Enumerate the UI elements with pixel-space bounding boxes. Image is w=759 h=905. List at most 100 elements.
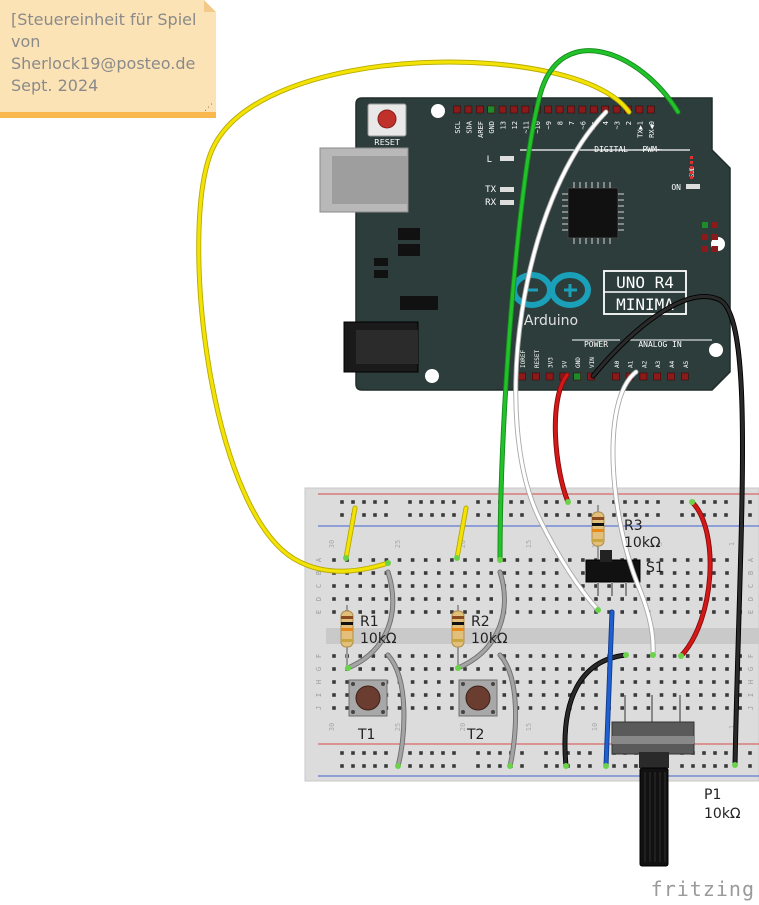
breadboard-hole — [423, 558, 428, 562]
breadboard-hole — [437, 706, 441, 710]
breadboard-hole — [476, 513, 480, 517]
breadboard-hole — [544, 751, 548, 755]
breadboard-hole — [430, 751, 434, 755]
breadboard-hole — [555, 764, 559, 768]
breadboard-hole — [725, 584, 729, 588]
breadboard-row-letter: B — [315, 571, 323, 575]
breadboard-row-letter: E — [747, 610, 755, 614]
breadboard-column-number: 15 — [525, 723, 533, 731]
breadboard-hole — [345, 597, 349, 601]
breadboard-hole — [423, 693, 428, 697]
mounting-hole — [431, 104, 445, 118]
sticky-note[interactable]: [Steuereinheit für Spiel von Sherlock19@… — [0, 0, 216, 118]
pushbutton-t1 — [348, 679, 388, 717]
breadboard-hole — [476, 558, 480, 562]
breadboard-hole — [725, 680, 729, 684]
digital-pin-label: 4 — [602, 121, 610, 125]
breadboard-hole — [463, 571, 467, 575]
breadboard-hole — [332, 680, 336, 684]
breadboard-hole — [528, 597, 533, 601]
led-label-rx: RX — [485, 198, 496, 208]
breadboard-hole — [554, 558, 559, 562]
breadboard-hole — [371, 584, 376, 588]
breadboard-hole — [581, 610, 585, 614]
breadboard-hole — [680, 500, 684, 504]
breadboard-hole — [568, 654, 572, 658]
breadboard-column-number: 25 — [394, 723, 402, 731]
fritzing-logo: fritzing — [650, 877, 755, 901]
breadboard-hole — [423, 571, 428, 575]
breadboard-hole — [358, 654, 362, 658]
mcu-chip — [567, 187, 619, 239]
breadboard-hole — [515, 693, 520, 697]
note-text: [Steuereinheit für Spiel von Sherlock19@… — [11, 10, 197, 95]
breadboard-row-letter: J — [315, 706, 323, 710]
breadboard-hole — [397, 610, 402, 614]
resistor-r3 — [591, 505, 605, 562]
digital-pin — [544, 105, 552, 114]
breadboard-hole — [748, 500, 752, 504]
digital-pin — [567, 105, 575, 114]
breadboard-hole — [332, 610, 336, 614]
breadboard-hole — [685, 597, 690, 601]
breadboard-hole — [332, 558, 336, 562]
breadboard-hole — [581, 693, 585, 697]
breadboard-hole — [487, 751, 491, 755]
analog-pin-label: A5 — [683, 360, 690, 368]
r2-name-label: R2 — [471, 614, 490, 630]
analog-pin-label: A1 — [628, 360, 635, 368]
power-pin-label: 3V3 — [548, 357, 555, 368]
breadboard-hole — [725, 706, 729, 710]
mounting-hole — [425, 369, 439, 383]
breadboard-hole — [588, 764, 592, 768]
breadboard-hole — [702, 500, 706, 504]
icsp-pin — [702, 246, 708, 252]
breadboard-hole — [362, 751, 366, 755]
analog-pin-label: A0 — [614, 360, 621, 368]
breadboard-hole — [476, 571, 480, 575]
breadboard-hole — [423, 667, 428, 671]
breadboard-hole — [476, 584, 480, 588]
note-resize-grip[interactable]: ⋰ — [204, 103, 213, 113]
breadboard-hole — [685, 654, 690, 658]
breadboard-row-letter: D — [747, 597, 755, 601]
breadboard-hole — [373, 500, 377, 504]
breadboard-hole — [450, 584, 454, 588]
wire-endpoints — [343, 499, 738, 769]
breadboard-hole — [498, 764, 502, 768]
digital-pin-label: SDA — [465, 120, 473, 133]
swd-pin — [690, 176, 693, 179]
breadboard-hole — [340, 751, 344, 755]
breadboard-row-letter: A — [747, 557, 755, 562]
breadboard-hole — [555, 500, 559, 504]
mounting-hole — [709, 343, 723, 357]
breadboard-hole — [680, 764, 684, 768]
breadboard-hole — [476, 667, 480, 671]
breadboard-hole — [659, 584, 664, 588]
breadboard-hole — [685, 584, 690, 588]
digital-pin — [521, 105, 530, 114]
breadboard-hole — [568, 597, 572, 601]
breadboard-hole — [515, 558, 520, 562]
r3-value-label: 10kΩ — [624, 535, 661, 551]
breadboard-hole — [463, 558, 467, 562]
s1-label: S1 — [646, 560, 664, 576]
breadboard-hole — [362, 513, 366, 517]
breadboard-hole — [724, 764, 728, 768]
breadboard-hole — [528, 706, 533, 710]
breadboard-hole — [588, 751, 592, 755]
digital-pin — [647, 105, 655, 114]
breadboard-hole — [712, 584, 716, 588]
breadboard-hole — [588, 513, 592, 517]
breadboard-hole — [634, 513, 638, 517]
analog-pin — [667, 372, 675, 381]
breadboard-hole — [725, 597, 729, 601]
breadboard-hole — [437, 667, 441, 671]
breadboard-row-letter: C — [315, 584, 323, 588]
breadboard-hole — [699, 584, 703, 588]
breadboard-hole — [384, 610, 389, 614]
breadboard-hole — [371, 654, 376, 658]
breadboard-hole — [581, 558, 585, 562]
r3-name-label: R3 — [624, 518, 643, 534]
digital-pin-label: ~3 — [614, 121, 622, 129]
